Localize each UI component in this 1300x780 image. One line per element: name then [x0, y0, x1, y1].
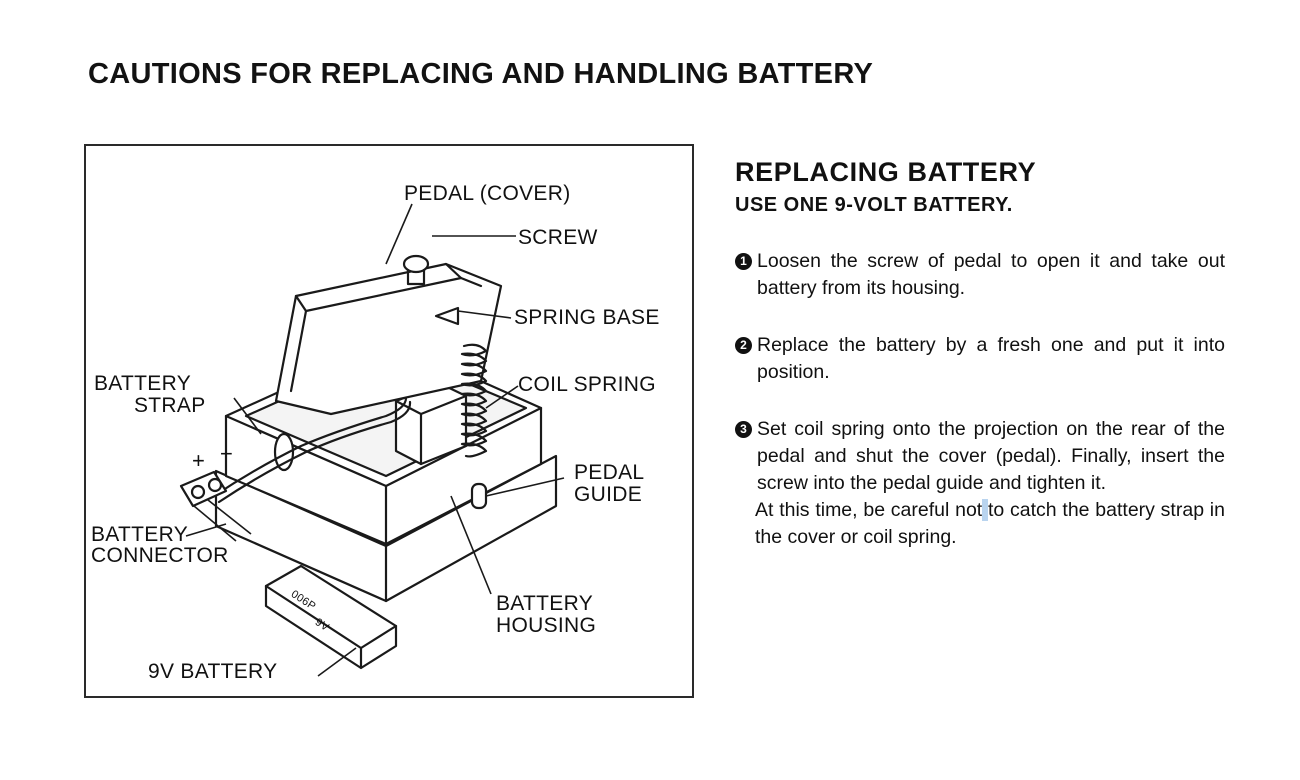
- step-3: 3 Set coil spring onto the projection on…: [735, 416, 1225, 551]
- note-text-start: At this time, be careful not: [755, 499, 983, 521]
- battery-illustration: [179, 203, 565, 677]
- section-title: REPLACING BATTERY: [735, 157, 1037, 187]
- label-pedal-guide-line2: GUIDE: [574, 483, 643, 506]
- coil-spring-part: [460, 343, 488, 458]
- label-spring-base: SPRING BASE: [514, 306, 660, 329]
- label-battery-strap-line1: BATTERY: [94, 372, 192, 395]
- label-nine-volt-battery: 9V BATTERY: [148, 660, 278, 683]
- label-coil-spring: COIL SPRING: [518, 373, 656, 396]
- label-plus: +: [192, 448, 206, 473]
- pedal-guide-part: [470, 482, 488, 510]
- step-number-badge: 3: [735, 421, 752, 438]
- page-title: CAUTIONS FOR REPLACING AND HANDLING BATT…: [88, 58, 874, 90]
- instructions-panel: REPLACING BATTERY USE ONE 9-VOLT BATTERY…: [735, 156, 1225, 551]
- label-battery-strap-line2: STRAP: [134, 394, 206, 417]
- label-battery-housing-line1: BATTERY: [496, 592, 594, 615]
- text-selection-highlight: [982, 499, 988, 521]
- section-subtitle: USE ONE 9-VOLT BATTERY.: [735, 194, 1013, 216]
- label-battery-connector-line1: BATTERY: [91, 523, 189, 546]
- step-number-badge: 2: [735, 337, 752, 354]
- step-text: Loosen the screw of pedal to open it and…: [757, 250, 1225, 299]
- nine-volt-battery-part: [264, 564, 398, 670]
- note-text-end: to catch the battery strap in the cover …: [755, 499, 1225, 548]
- label-battery-housing-line2: HOUSING: [496, 614, 597, 637]
- label-minus: −: [220, 441, 234, 466]
- step-text: Set coil spring onto the projection on t…: [757, 418, 1225, 494]
- label-pedal-cover: PEDAL (COVER): [404, 182, 571, 205]
- battery-diagram: PEDAL (COVER) SCREW SPRING BASE BATTERY …: [84, 144, 694, 698]
- battery-connector-part: [179, 470, 228, 508]
- screw-part: [402, 254, 430, 274]
- step-2: 2 Replace the battery by a fresh one and…: [735, 332, 1225, 386]
- label-battery-connector-line2: CONNECTOR: [91, 544, 229, 567]
- step-number-badge: 1: [735, 253, 752, 270]
- step-text: Replace the battery by a fresh one and p…: [757, 334, 1225, 383]
- step-note: At this time, be careful not to catch th…: [755, 497, 1225, 551]
- label-pedal-guide-line1: PEDAL: [574, 461, 645, 484]
- label-screw: SCREW: [518, 226, 598, 249]
- step-1: 1 Loosen the screw of pedal to open it a…: [735, 248, 1225, 302]
- battery-strap-wire: [212, 396, 408, 498]
